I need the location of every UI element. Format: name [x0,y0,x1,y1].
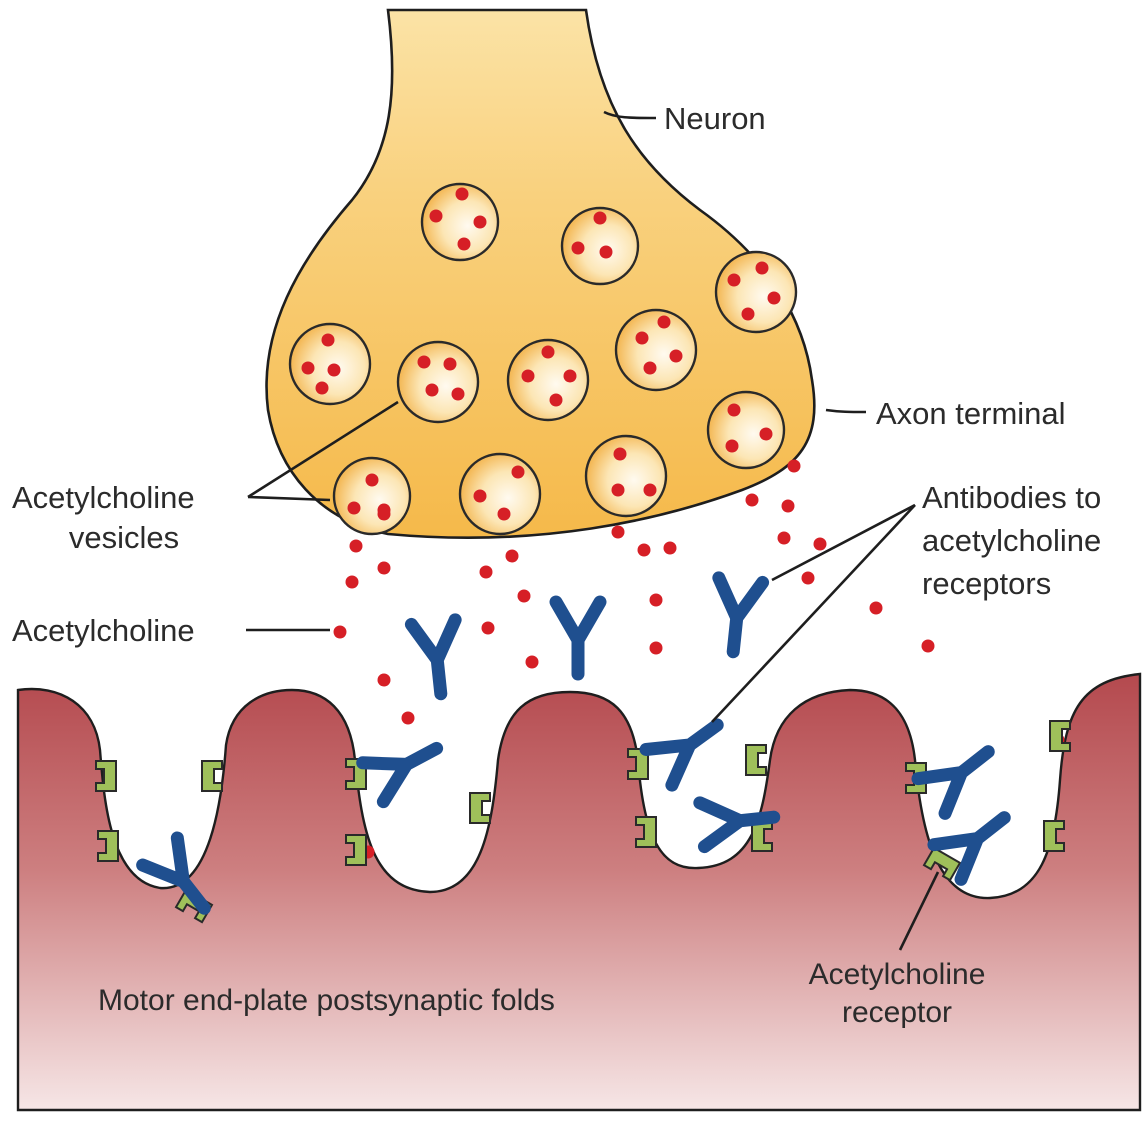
acetylcholine-dot [542,346,555,359]
label-axon-terminal: Axon terminal [876,396,1066,431]
acetylcholine-receptor [202,761,222,791]
acetylcholine-dot [348,502,361,515]
acetylcholine-molecule [650,594,663,607]
acetylcholine-molecule [526,656,539,669]
acetylcholine-molecule [788,460,801,473]
acetylcholine-dot [452,388,465,401]
label-postsynaptic-folds: Motor end-plate postsynaptic folds [98,984,555,1017]
acetylcholine-dot [742,308,755,321]
acetylcholine-molecule [778,532,791,545]
label-antibodies-line1: Antibodies to [922,480,1101,515]
acetylcholine-dot [366,474,379,487]
acetylcholine-molecule [506,550,519,563]
acetylcholine-molecule [518,590,531,603]
label-neuron: Neuron [664,101,766,136]
acetylcholine-dot [594,212,607,225]
acetylcholine-molecule [482,622,495,635]
acetylcholine-dot [564,370,577,383]
acetylcholine-dot [728,404,741,417]
acetylcholine-dot [426,384,439,397]
acetylcholine-dot [612,484,625,497]
acetylcholine-molecule [378,508,391,521]
acetylcholine-dot [726,440,739,453]
label-antibodies-line3: receptors [922,566,1051,601]
acetylcholine-molecule [334,626,347,639]
acetylcholine-molecule [814,538,827,551]
acetylcholine-molecule [870,602,883,615]
antibody-icon [411,620,462,696]
acetylcholine-receptor [470,793,490,823]
acetylcholine-dot [522,370,535,383]
acetylcholine-dot [728,274,741,287]
acetylcholine-molecule [650,642,663,655]
acetylcholine-dot [418,356,431,369]
vesicle [708,392,784,468]
antibody-icon [918,734,1002,813]
acetylcholine-dot [600,246,613,259]
acetylcholine-molecule [378,562,391,575]
acetylcholine-dot [614,448,627,461]
acetylcholine-dot [512,466,525,479]
vesicle [586,436,666,516]
acetylcholine-dot [302,362,315,375]
acetylcholine-dot [328,364,341,377]
acetylcholine-molecule [612,526,625,539]
vesicle [290,324,370,404]
label-acetylcholine: Acetylcholine [12,613,195,648]
vesicle [562,208,638,284]
acetylcholine-molecule [350,540,363,553]
acetylcholine-dot [550,394,563,407]
acetylcholine-molecule [346,576,359,589]
acetylcholine-molecule [664,542,677,555]
label-receptor-line1: Acetylcholine [809,958,986,991]
acetylcholine-molecule [922,640,935,653]
vesicle [398,342,478,422]
antibody-icon [556,602,600,674]
acetylcholine-dot [430,210,443,223]
leader-antibodies-a [772,505,915,580]
antibody-icon [363,729,447,802]
acetylcholine-dot [756,262,769,275]
acetylcholine-dot [444,358,457,371]
vesicle [508,340,588,420]
acetylcholine-dot [474,490,487,503]
acetylcholine-dot [322,334,335,347]
acetylcholine-dot [636,332,649,345]
vesicle [716,252,796,332]
vesicle [334,458,410,534]
leader-axon-terminal [826,410,866,412]
label-vesicles-line1: Acetylcholine [12,480,195,515]
label-receptor-line2: receptor [842,996,952,1029]
acetylcholine-molecule [480,566,493,579]
vesicle [422,184,498,260]
label-antibodies-line2: acetylcholine [922,523,1101,558]
acetylcholine-dot [458,238,471,251]
acetylcholine-dot [498,508,511,521]
acetylcholine-dot [456,188,469,201]
label-vesicles-line2: vesicles [69,520,179,555]
acetylcholine-dot [474,216,487,229]
acetylcholine-receptor [746,745,766,775]
acetylcholine-dot [644,362,657,375]
acetylcholine-molecule [782,500,795,513]
acetylcholine-dot [760,428,773,441]
acetylcholine-dot [316,382,329,395]
antibody-icon [711,578,762,654]
acetylcholine-molecule [638,544,651,557]
acetylcholine-dot [572,242,585,255]
antibody-icon [646,707,730,785]
acetylcholine-dot [644,484,657,497]
acetylcholine-dot [768,292,781,305]
acetylcholine-molecule [746,494,759,507]
acetylcholine-dot [670,350,683,363]
acetylcholine-molecule [402,712,415,725]
acetylcholine-dot [658,316,671,329]
vesicle [616,310,696,390]
acetylcholine-molecule [378,674,391,687]
acetylcholine-molecule [802,572,815,585]
vesicle [460,454,540,534]
